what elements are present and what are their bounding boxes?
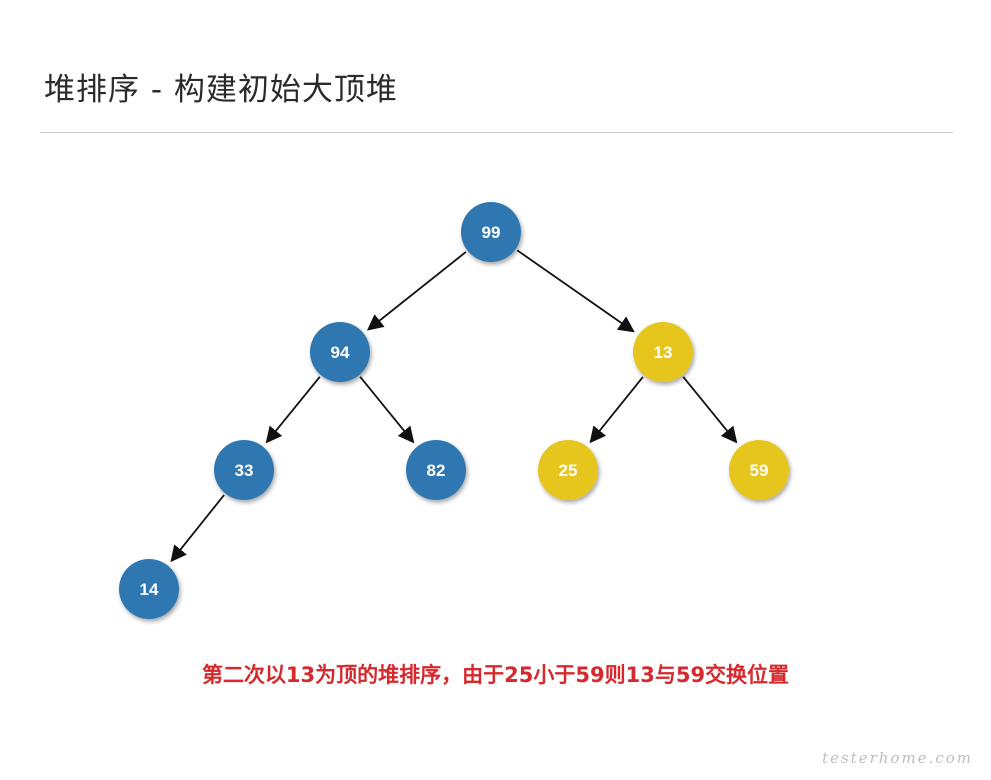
edge-33-to-14 — [170, 494, 225, 563]
tree-node-82: 82 — [406, 440, 466, 500]
node-circle-13 — [633, 322, 693, 382]
tree-node-94: 94 — [310, 322, 370, 382]
node-circle-25 — [538, 440, 598, 500]
node-circle-14 — [119, 559, 179, 619]
tree-node-14: 14 — [119, 559, 179, 619]
node-label-59: 59 — [750, 461, 769, 480]
node-label-99: 99 — [482, 223, 501, 242]
tree-node-59: 59 — [729, 440, 789, 500]
node-circle-59 — [729, 440, 789, 500]
edge-94-to-33 — [265, 376, 321, 444]
node-circle-33 — [214, 440, 274, 500]
edges-layer — [170, 249, 738, 563]
edge-13-to-25 — [589, 376, 644, 444]
node-circle-94 — [310, 322, 370, 382]
node-label-94: 94 — [331, 343, 350, 362]
edge-99-to-94 — [366, 251, 467, 331]
edge-94-to-82 — [359, 376, 415, 444]
node-label-13: 13 — [654, 343, 673, 362]
node-label-25: 25 — [559, 461, 578, 480]
node-label-14: 14 — [140, 580, 159, 599]
edge-99-to-13 — [516, 249, 635, 333]
tree-node-99: 99 — [461, 202, 521, 262]
edge-13-to-59 — [682, 376, 738, 444]
tree-node-33: 33 — [214, 440, 274, 500]
nodes-layer: 99 94 13 33 82 25 59 14 — [119, 202, 789, 619]
node-circle-82 — [406, 440, 466, 500]
slide-title: 堆排序 - 构建初始大顶堆 — [44, 72, 398, 108]
node-label-82: 82 — [427, 461, 446, 480]
title-divider — [40, 132, 953, 133]
tree-node-25: 25 — [538, 440, 598, 500]
watermark-text: testerhome.com — [822, 749, 973, 767]
tree-node-13: 13 — [633, 322, 693, 382]
caption-text: 第二次以13为顶的堆排序，由于25小于59则13与59交换位置 — [201, 663, 790, 687]
node-circle-99 — [461, 202, 521, 262]
node-label-33: 33 — [235, 461, 254, 480]
